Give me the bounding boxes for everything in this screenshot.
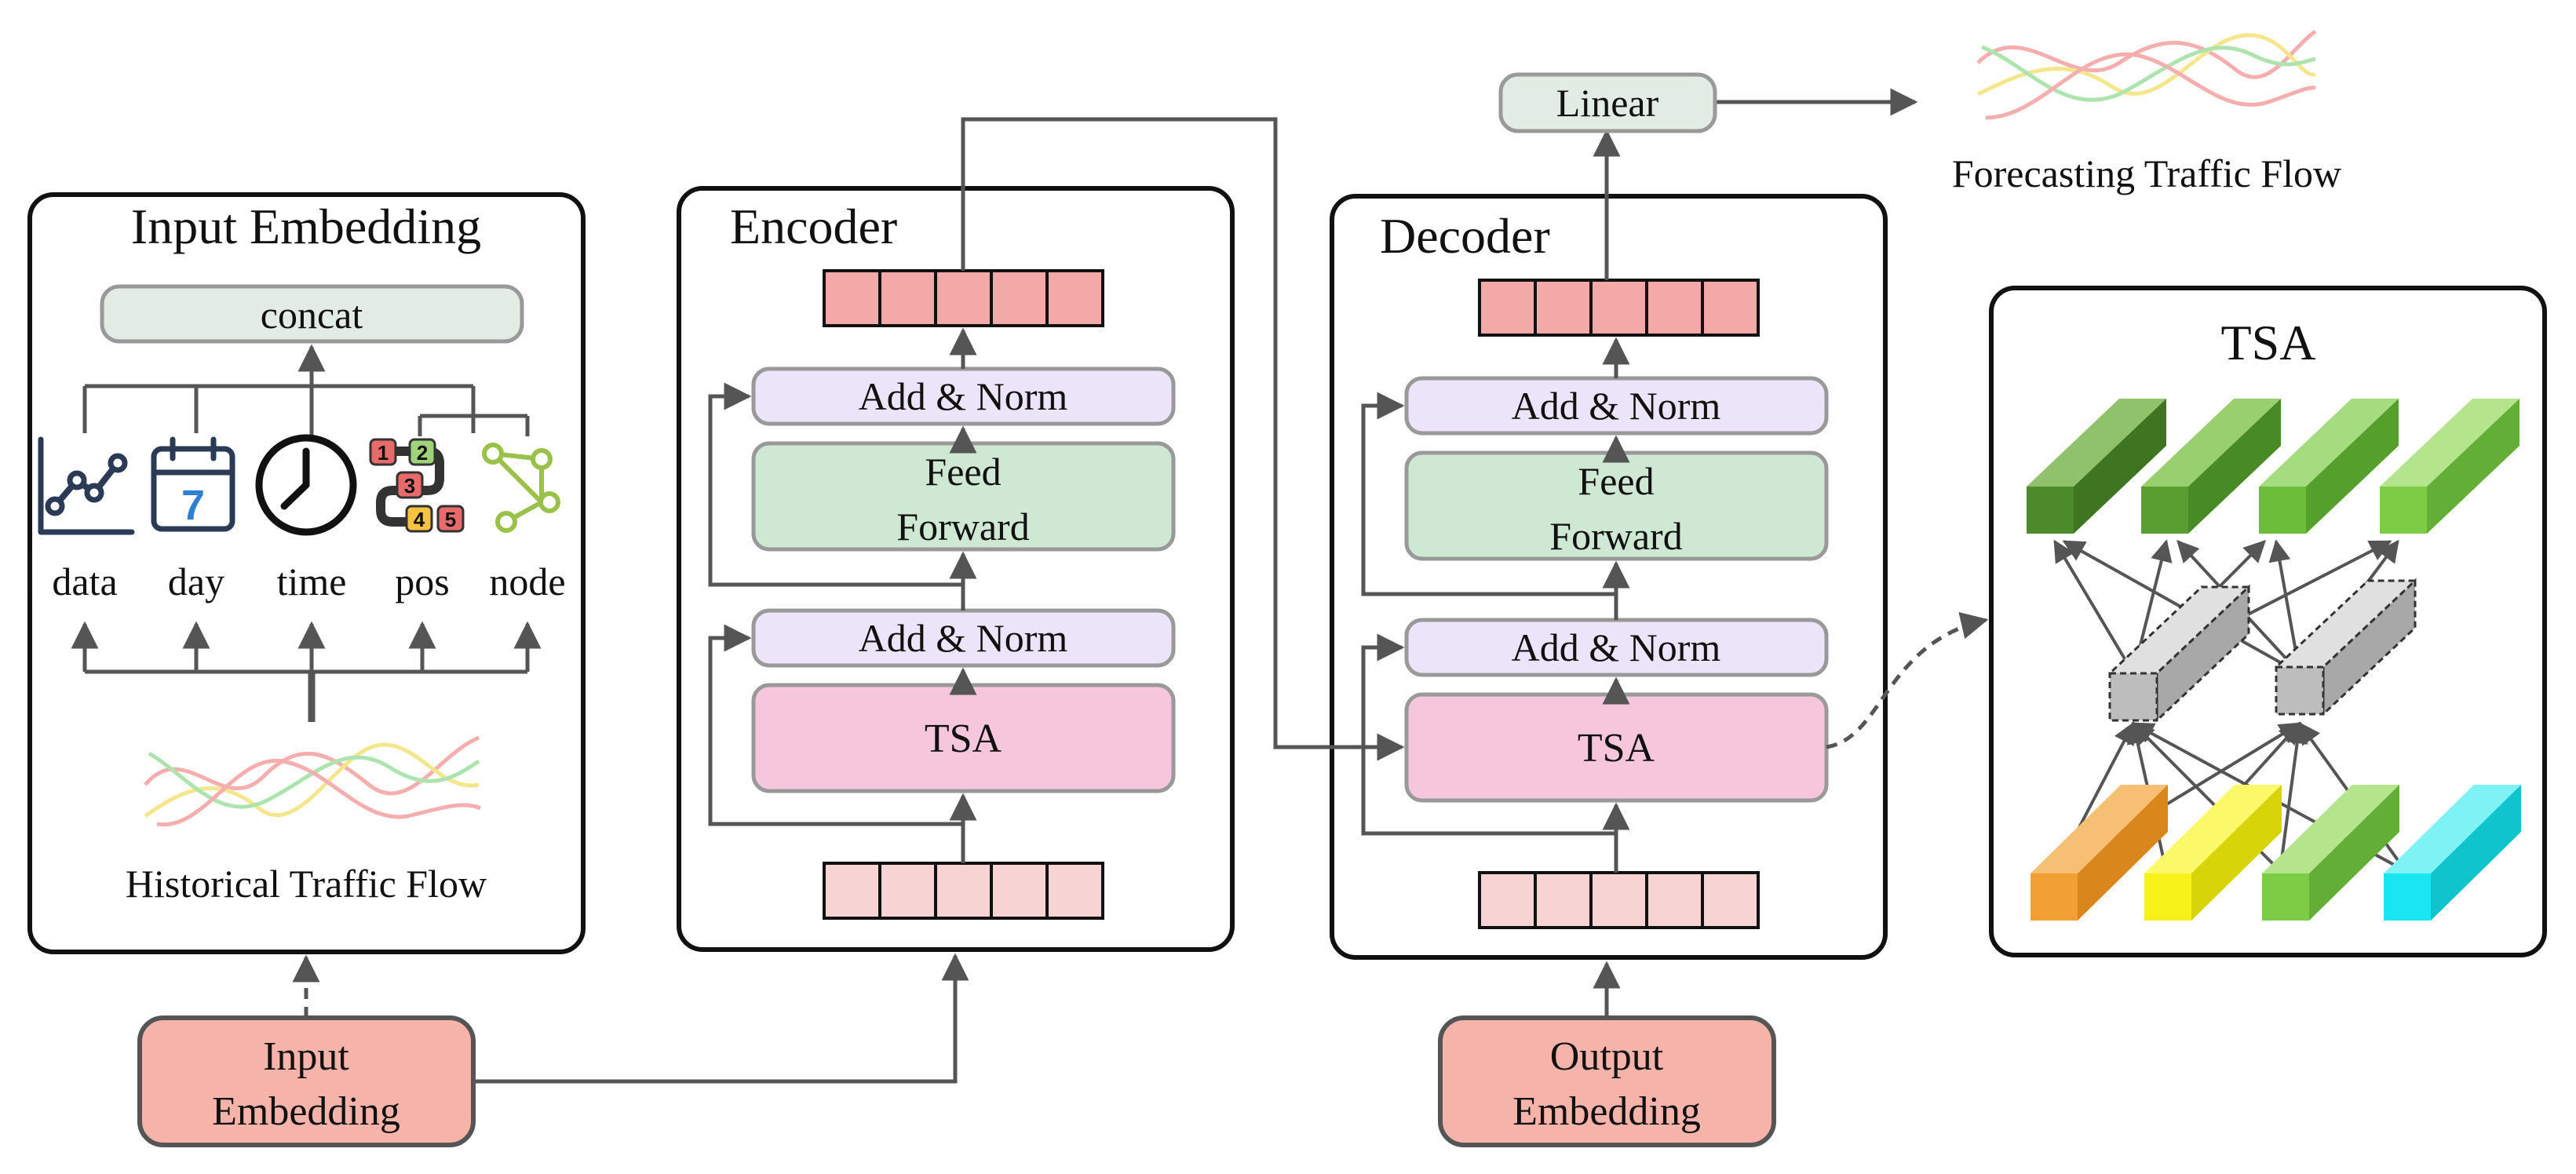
encoder-input-tokens bbox=[823, 862, 1104, 920]
position-number-2: 2 bbox=[417, 441, 428, 465]
graph-node-icon bbox=[482, 443, 560, 533]
cross-connection-arrows bbox=[292, 88, 1989, 1084]
position-number-3: 3 bbox=[404, 474, 415, 498]
output-embedding-box: Output Embedding bbox=[1438, 1015, 1776, 1147]
encoder-feed-forward-line1: Feed bbox=[925, 450, 1001, 494]
decoder-add-norm-bottom-label: Add & Norm bbox=[1512, 625, 1721, 669]
input-embedding-panel: Input Embedding concat bbox=[27, 192, 586, 954]
position-number-1: 1 bbox=[378, 441, 389, 465]
tsa-input-cuboid-1 bbox=[2031, 785, 2168, 921]
decoder-feed-forward-line1: Feed bbox=[1578, 459, 1654, 503]
historical-traffic-waves bbox=[144, 735, 482, 827]
linear-label: Linear bbox=[1556, 81, 1659, 125]
decoder-title: Decoder bbox=[1380, 208, 1550, 264]
tsa-output-cuboid-2 bbox=[2141, 399, 2281, 534]
feature-label-day: day bbox=[168, 560, 224, 603]
decoder-panel: Decoder Add & Norm Feed Forward Add & No… bbox=[1330, 194, 1888, 960]
tsa-output-cuboid-1 bbox=[2027, 399, 2166, 534]
encoder-flow-arrows bbox=[708, 327, 977, 863]
input-embedding-line2: Embedding bbox=[212, 1089, 400, 1134]
line-chart-icon bbox=[38, 436, 135, 535]
linear-box: Linear bbox=[1498, 72, 1717, 133]
decoder-input-tokens bbox=[1478, 871, 1760, 929]
feature-label-time: time bbox=[277, 560, 347, 603]
forecast-traffic-waves bbox=[1976, 29, 2317, 120]
tsa-output-cuboid-3 bbox=[2259, 399, 2399, 534]
feature-label-data: data bbox=[52, 560, 117, 603]
concat-box bbox=[100, 284, 524, 344]
tsa-hidden-cuboids bbox=[2107, 578, 2418, 724]
decoder-tsa-label: TSA bbox=[1578, 726, 1655, 771]
encoder-title: Encoder bbox=[730, 199, 897, 254]
feature-label-node: node bbox=[489, 560, 565, 603]
position-icon: 1 2 3 4 5 bbox=[369, 438, 465, 533]
tsa-input-cuboid-2 bbox=[2144, 785, 2282, 921]
tsa-output-cuboid-4 bbox=[2380, 399, 2519, 534]
encoder-panel: Encoder Add & Norm Feed Forward Add & No… bbox=[677, 186, 1235, 952]
forecast-caption: Forecasting Traffic Flow bbox=[1952, 151, 2341, 195]
position-number-5: 5 bbox=[445, 508, 456, 531]
encoder-add-norm-top-label: Add & Norm bbox=[859, 374, 1068, 418]
tsa-output-cuboids bbox=[2027, 399, 2519, 534]
encoder-output-tokens bbox=[823, 269, 1104, 327]
decoder-add-norm-top-label: Add & Norm bbox=[1512, 384, 1721, 428]
decoder-flow-arrows bbox=[1361, 337, 1630, 873]
encoder-tsa-label: TSA bbox=[925, 716, 1002, 761]
tsa-detail-panel: TSA bbox=[1989, 286, 2547, 957]
position-number-4: 4 bbox=[414, 508, 425, 531]
encoder-feed-forward-line2: Forward bbox=[896, 505, 1029, 549]
calendar-icon: 7 bbox=[151, 436, 235, 532]
decoder-output-tokens bbox=[1478, 279, 1760, 337]
decoder-feed-forward-line2: Forward bbox=[1549, 514, 1682, 558]
input-panel-title: Input Embedding bbox=[131, 199, 481, 254]
concat-label: concat bbox=[261, 293, 363, 337]
output-embedding-line1: Output bbox=[1550, 1034, 1664, 1079]
tsa-input-cuboids bbox=[2031, 785, 2521, 921]
tsa-input-cuboid-4 bbox=[2384, 785, 2521, 921]
input-embedding-line1: Input bbox=[263, 1034, 349, 1079]
feature-distribution-arrows bbox=[71, 621, 542, 722]
calendar-number: 7 bbox=[181, 482, 205, 529]
output-embedding-line2: Embedding bbox=[1512, 1089, 1701, 1134]
input-embedding-box: Input Embedding bbox=[137, 1015, 476, 1147]
tsa-panel-title: TSA bbox=[2221, 315, 2316, 370]
tsa-input-cuboid-3 bbox=[2262, 785, 2399, 921]
feature-label-pos: pos bbox=[395, 560, 449, 603]
encoder-add-norm-bottom-label: Add & Norm bbox=[859, 616, 1068, 660]
historical-caption: Historical Traffic Flow bbox=[126, 862, 487, 906]
clock-icon bbox=[255, 434, 357, 536]
concat-connector bbox=[82, 344, 530, 438]
